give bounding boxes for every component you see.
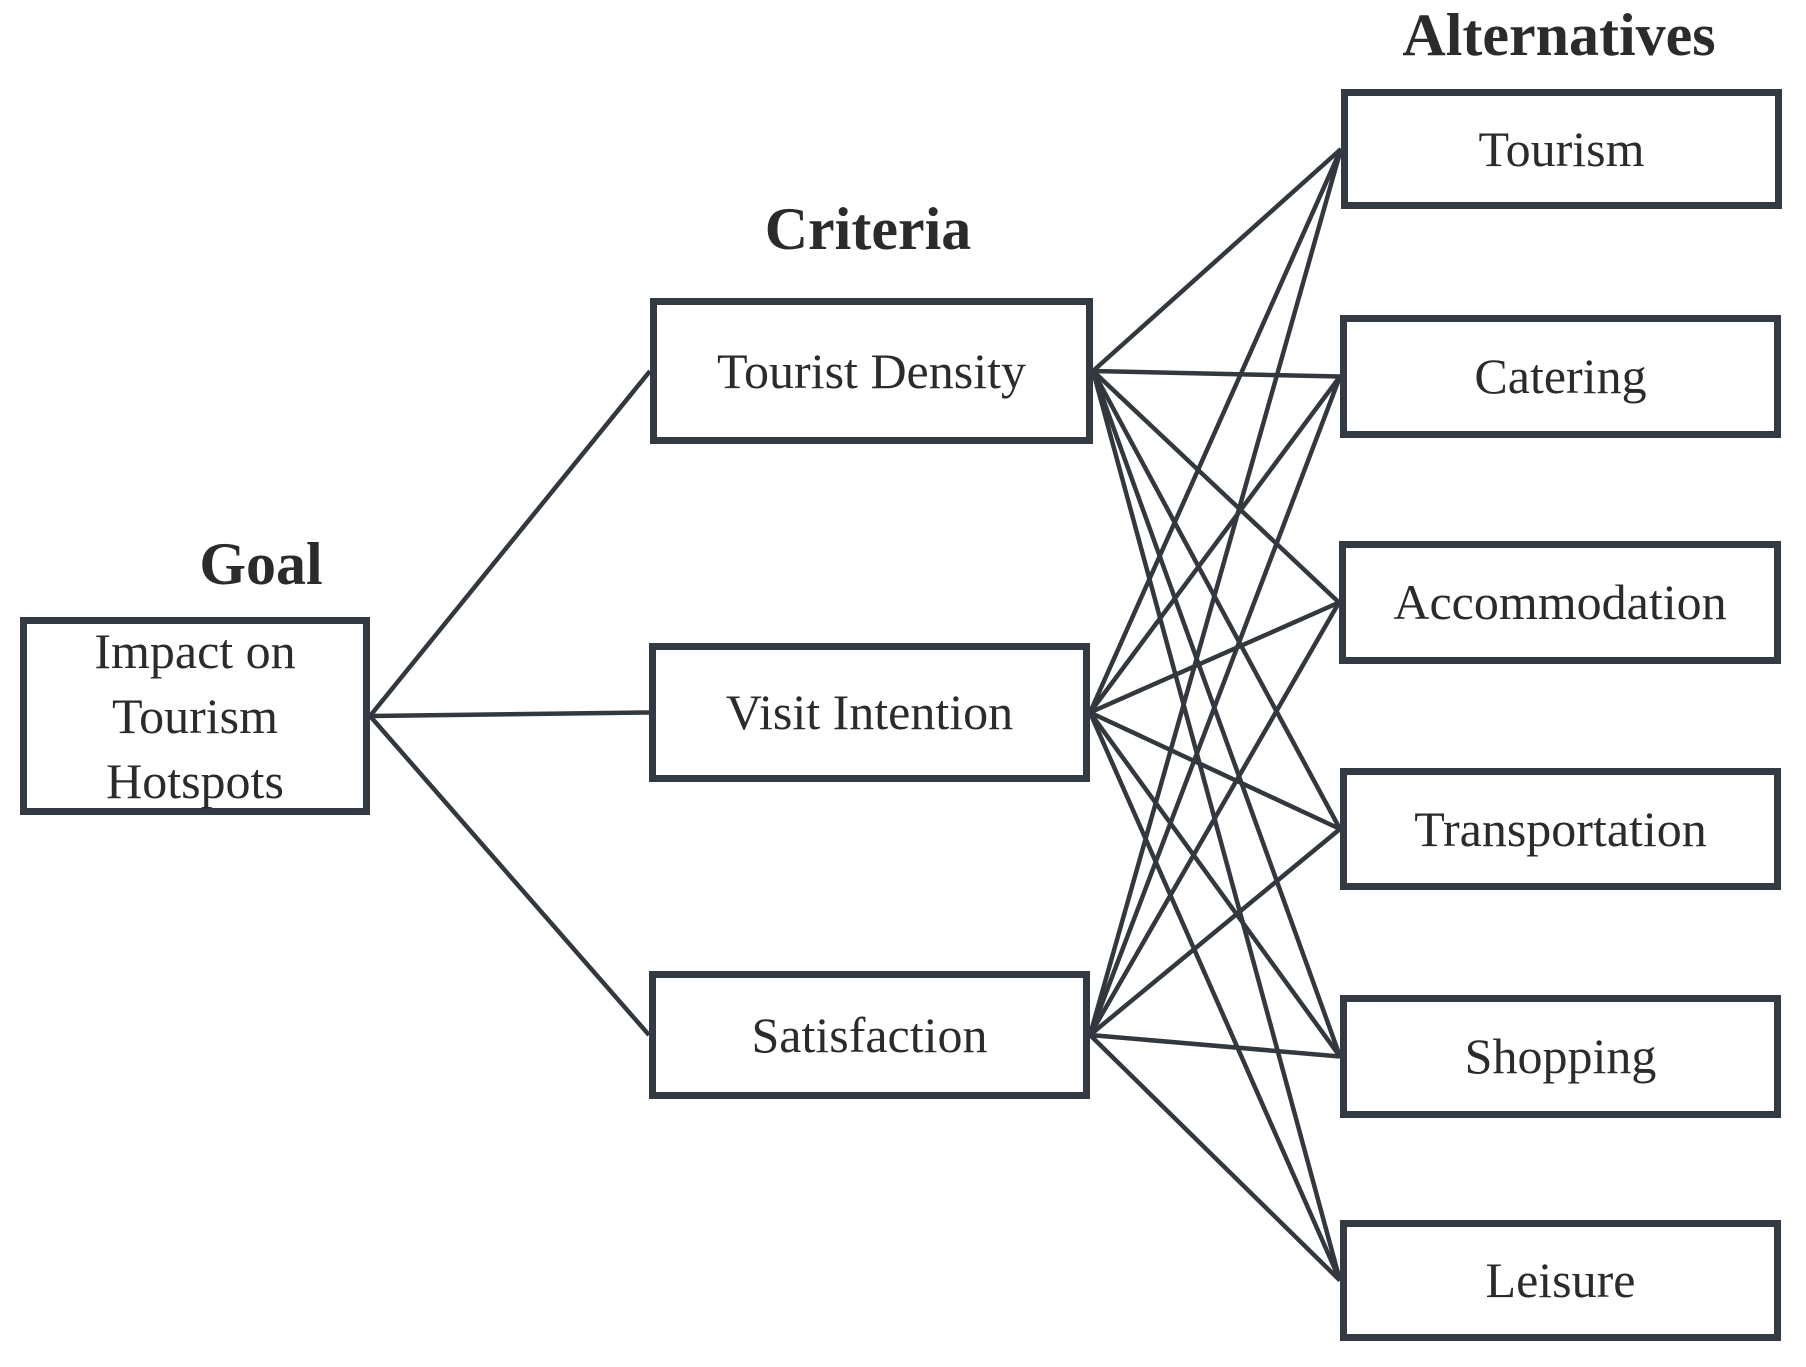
- connector-line: [1087, 375, 1343, 1036]
- connector-line: [1087, 148, 1344, 714]
- connector-line: [1088, 601, 1341, 1037]
- connector-line: [368, 369, 652, 718]
- goal-node: Impact on Tourism Hotspots: [20, 617, 370, 815]
- alternatives-heading: Alternatives: [1402, 2, 1716, 68]
- connector-line: [1091, 369, 1342, 831]
- connector-line: [1089, 600, 1340, 715]
- criterion-node-satisfaction: Satisfaction: [649, 971, 1090, 1099]
- connector-line: [368, 714, 651, 1037]
- connector-line: [1088, 827, 1342, 1037]
- connector-line: [1090, 370, 1343, 1058]
- alternative-node-catering: Catering: [1340, 315, 1781, 438]
- connector-line: [369, 710, 650, 719]
- alternative-node-shopping: Shopping: [1340, 995, 1781, 1118]
- criteria-heading: Criteria: [764, 196, 972, 262]
- connector-line: [1087, 711, 1343, 1282]
- alternative-node-leisure: Leisure: [1340, 1220, 1781, 1341]
- connector-line: [1088, 1033, 1342, 1283]
- connector-line: [1091, 369, 1341, 605]
- connector-line: [1088, 375, 1342, 714]
- alternative-node-transportation: Transportation: [1340, 768, 1781, 890]
- connector-line: [1090, 370, 1343, 1282]
- alternative-node-accommodation: Accommodation: [1339, 541, 1781, 664]
- goal-heading: Goal: [199, 531, 323, 597]
- connector-line: [1089, 1032, 1341, 1059]
- connector-line: [1092, 368, 1341, 379]
- connector-line: [1088, 711, 1342, 1058]
- criterion-node-visit-intention: Visit Intention: [649, 643, 1090, 782]
- criterion-node-tourist-density: Tourist Density: [650, 298, 1093, 444]
- connector-line: [1087, 148, 1344, 1036]
- alternative-node-tourism: Tourism: [1341, 89, 1782, 209]
- connector-line: [1091, 147, 1343, 373]
- connector-line: [1089, 710, 1341, 832]
